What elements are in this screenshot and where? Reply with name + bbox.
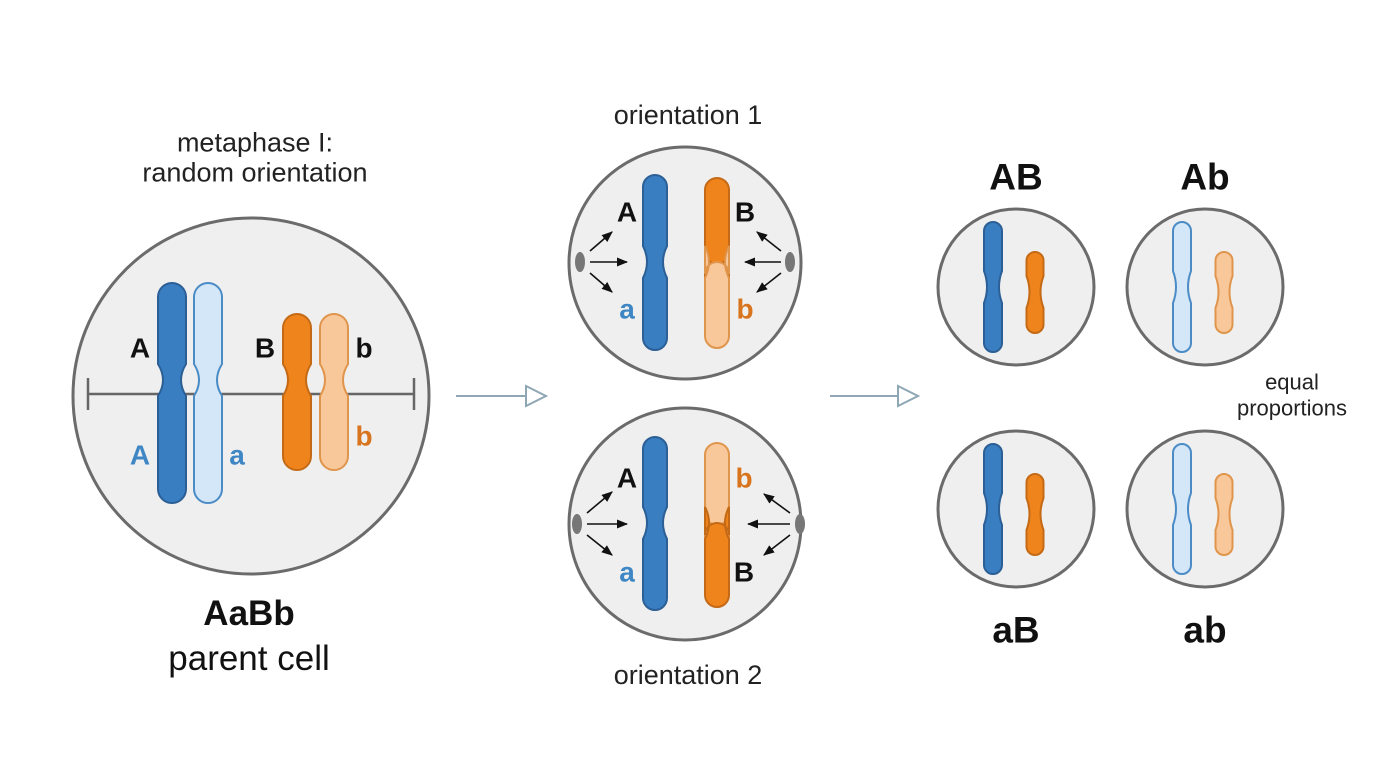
o2-allele-right-bottom: B — [733, 556, 755, 588]
o2-allele-left-bottom: a — [619, 556, 635, 588]
orientation1-label: orientation 1 — [613, 100, 763, 131]
o2-allele-right-top: b — [735, 462, 753, 494]
flow-arrow-icon — [830, 384, 921, 408]
allele-label-b-bottom: b — [355, 420, 373, 452]
chromosome-a-light — [193, 282, 223, 504]
note-line1: equal — [1265, 369, 1319, 395]
equal-proportions-note: equal proportions — [1237, 370, 1347, 423]
gamete-cell-2 — [1125, 207, 1285, 367]
spindle-pole-icon — [572, 514, 582, 534]
gamete-cell-3 — [936, 429, 1096, 589]
orientation1-cell — [567, 145, 803, 381]
orientation1-chromosomes — [642, 174, 730, 351]
chromosome-B-dark — [282, 313, 312, 471]
spindle-arrow-icon — [589, 231, 782, 293]
allele-label-A-top: A — [129, 332, 151, 364]
gamete-3-chromosome-orange — [1025, 473, 1045, 556]
note-line2: proportions — [1236, 396, 1348, 421]
spindle-pole-icon — [785, 252, 795, 272]
gamete-chromosomes — [983, 221, 1234, 575]
parent-title: metaphase I: random orientation — [142, 128, 367, 187]
allele-label-b-top: b — [355, 332, 373, 364]
gamete-2-chromosome-orange — [1214, 251, 1234, 334]
gamete-cell-1 — [936, 207, 1096, 367]
gamete-label-1: AB — [989, 156, 1043, 198]
o1-allele-right-bottom: b — [736, 293, 754, 325]
chromosome-b-light — [704, 245, 730, 349]
gamete-1-chromosome-blue — [983, 221, 1003, 353]
parent-genotype: AaBb — [203, 593, 295, 633]
spindle-pole-icon — [795, 514, 805, 534]
gamete-4-chromosome-blue — [1172, 443, 1192, 575]
orientation2-label: orientation 2 — [613, 660, 763, 691]
gamete-label-2: Ab — [1180, 156, 1230, 198]
chromosome-A-dark — [642, 174, 668, 351]
o1-allele-left-top: A — [616, 196, 638, 228]
allele-label-B-top: B — [254, 332, 276, 364]
flow-arrow-icon — [456, 384, 549, 408]
parent-title-line1: metaphase I: — [176, 127, 334, 158]
gamete-2-chromosome-blue — [1172, 221, 1192, 353]
parent-caption: parent cell — [168, 638, 330, 678]
chromosome-B-dark — [704, 506, 730, 608]
spindle-arrow-icon — [586, 491, 791, 556]
o1-allele-left-bottom: a — [619, 293, 635, 325]
gamete-cell-4 — [1125, 429, 1285, 589]
o2-allele-left-top: A — [616, 462, 638, 494]
chromosome-A-dark — [157, 282, 187, 504]
o1-allele-right-top: B — [734, 196, 756, 228]
chromosome-b-light — [319, 313, 349, 471]
gamete-3-chromosome-blue — [983, 443, 1003, 575]
chromosome-A-dark — [642, 436, 668, 611]
metaphase-plate — [86, 378, 416, 410]
gamete-label-4: ab — [1183, 609, 1227, 651]
parent-cell — [71, 216, 431, 576]
gamete-1-chromosome-orange — [1025, 251, 1045, 334]
gamete-label-3: aB — [992, 609, 1040, 651]
parent-title-line2: random orientation — [142, 157, 368, 187]
allele-label-A-bottom: A — [129, 439, 151, 471]
allele-label-a-bottom: a — [229, 439, 245, 471]
gamete-4-chromosome-orange — [1214, 473, 1234, 556]
parent-chromosomes — [157, 282, 349, 504]
spindle-pole-icon — [575, 252, 585, 272]
orientation2-chromosomes — [642, 436, 730, 611]
